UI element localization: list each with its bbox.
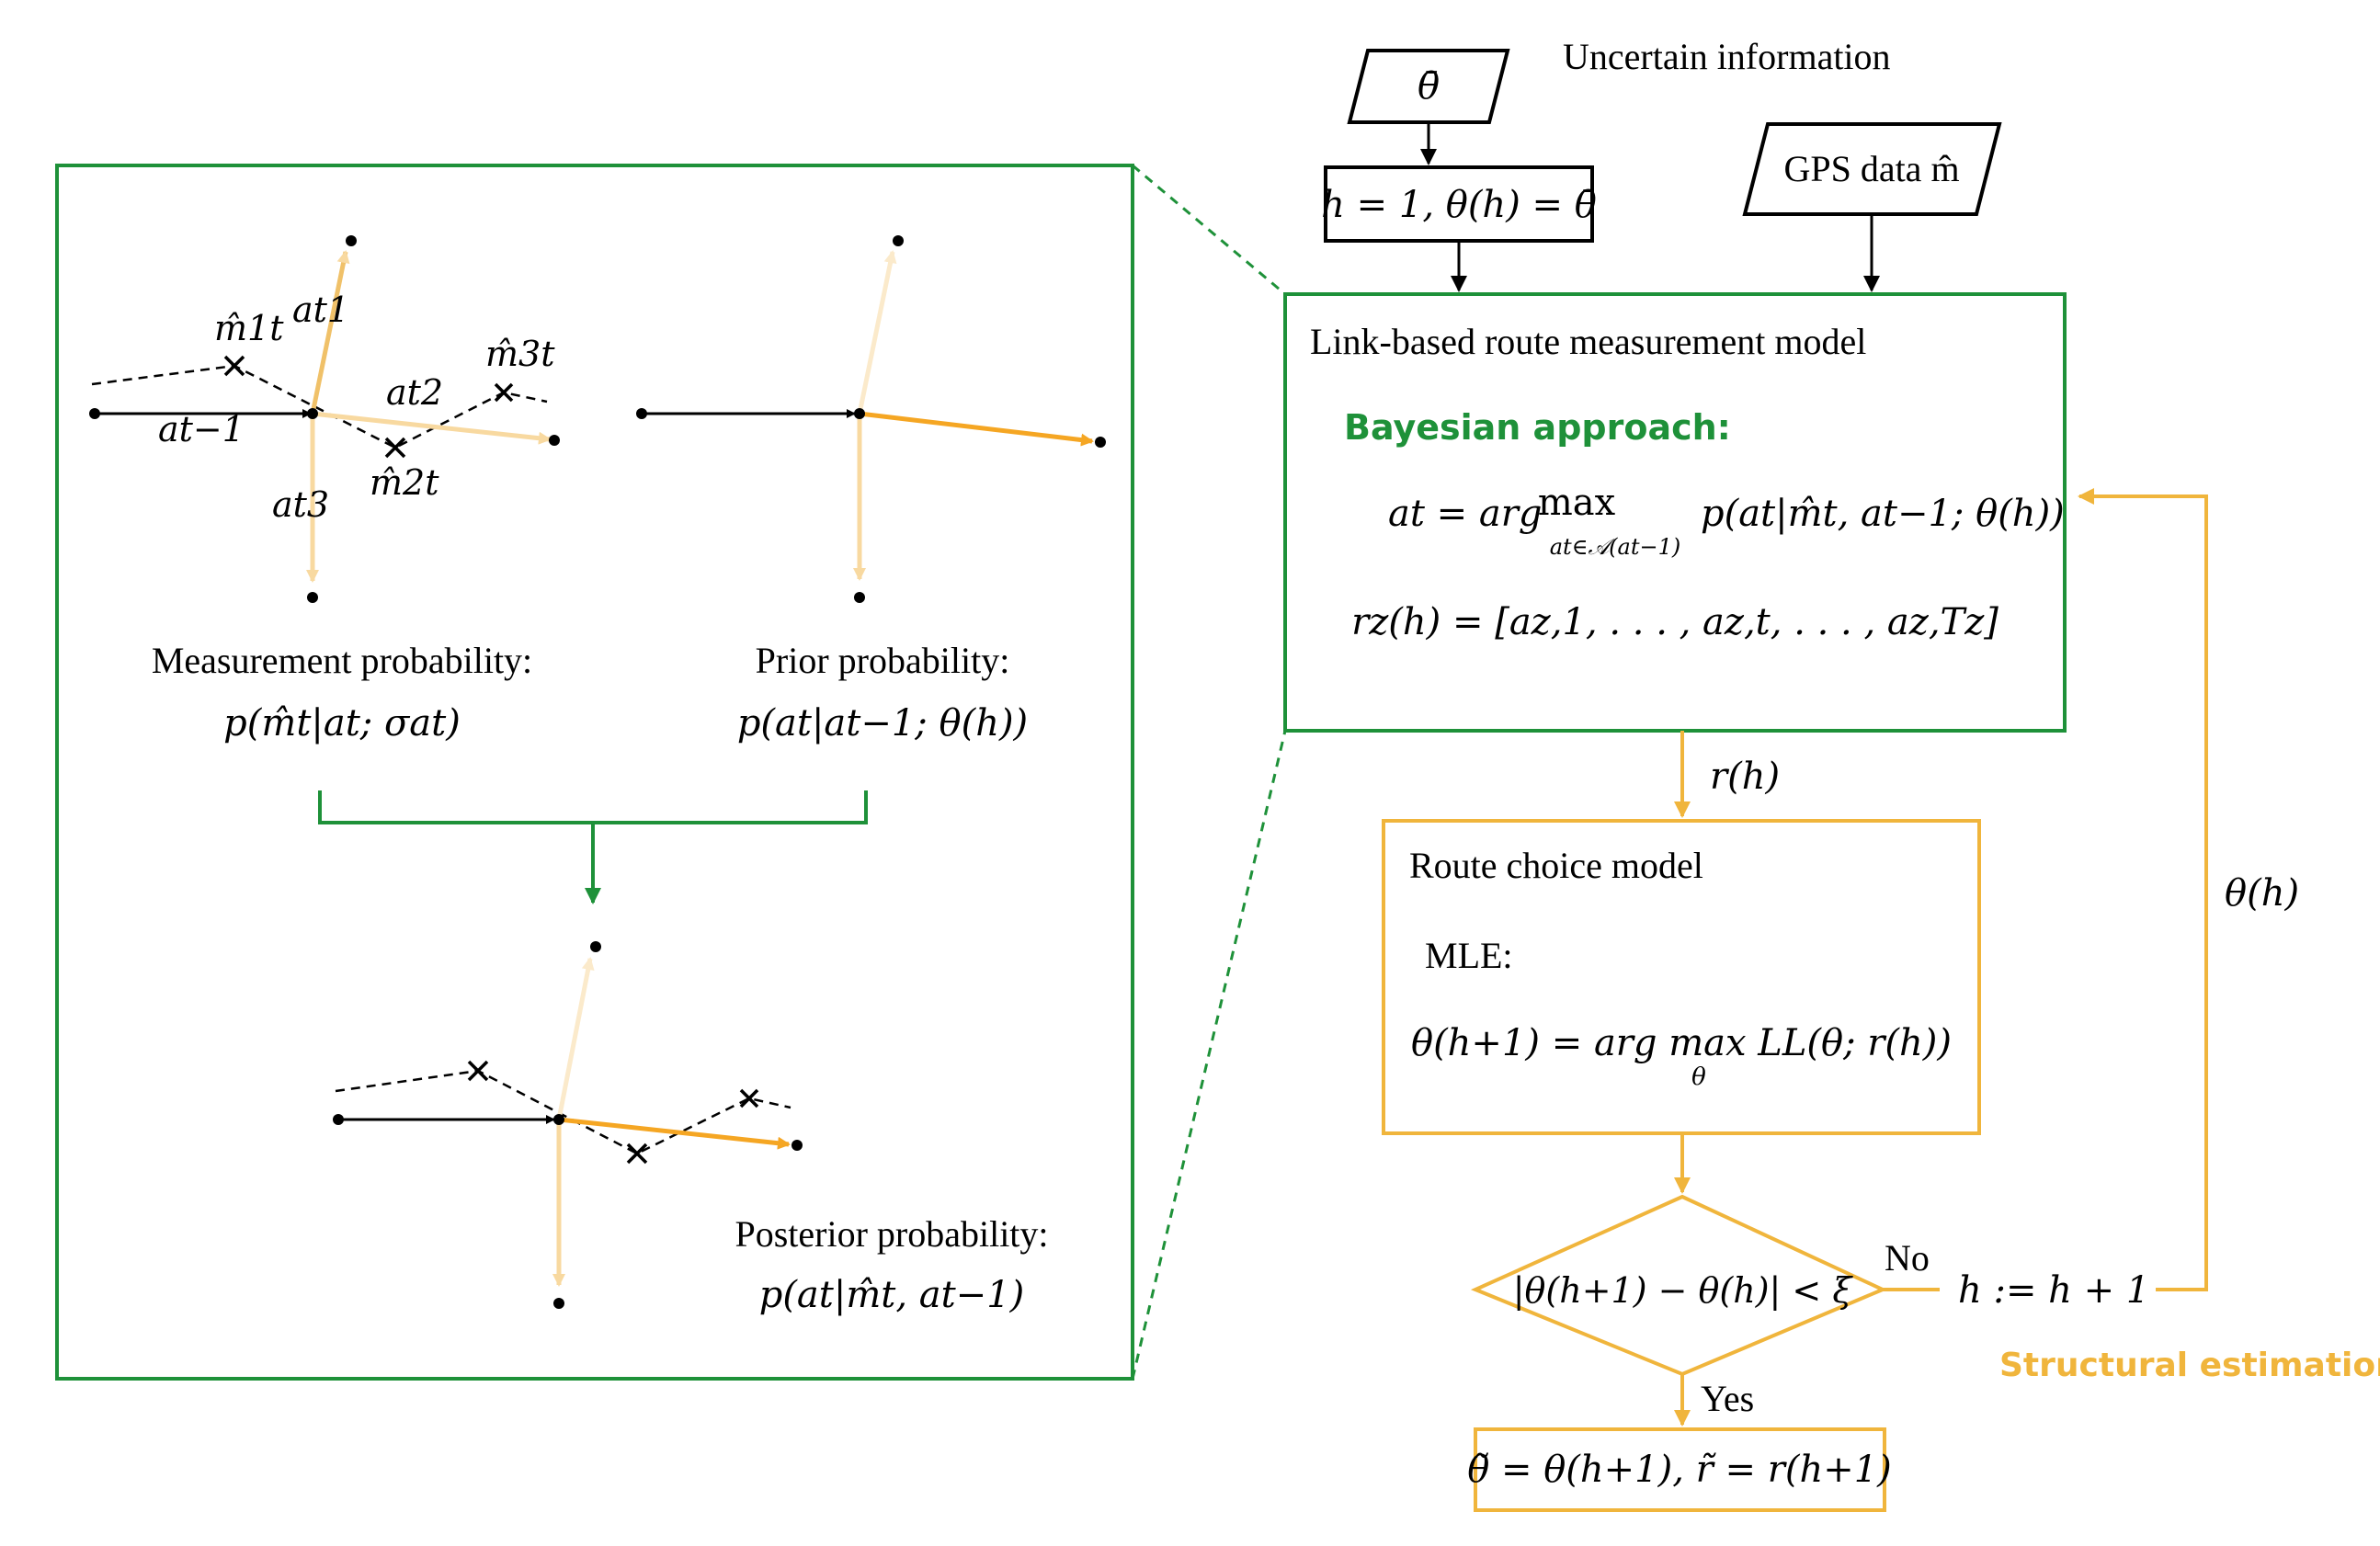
measurement-prob-label: Measurement probability: — [152, 640, 532, 681]
route-choice-eq: θ(h+1) = arg max LL(θ; r(h)) — [1411, 1022, 1952, 1064]
eq1-left: at = arg — [1388, 493, 1542, 535]
label-m3: m̂3t — [485, 334, 555, 374]
gps-data-input — [1742, 122, 2002, 216]
eq2: rz(h) = [az,1, . . . , az,t, . . . , az,… — [1351, 601, 1999, 643]
node — [854, 592, 865, 603]
network-measurement: at−1 at1 at2 at3 m̂1t m̂2t m̂3t — [89, 235, 560, 603]
gps-point-m1 — [223, 355, 245, 377]
no-label: No — [1885, 1237, 1930, 1279]
mle-heading: MLE: — [1425, 935, 1513, 976]
theta-feedback-label: θ(h) — [2225, 872, 2299, 915]
eq1-max: max — [1538, 482, 1616, 524]
r-label: r(h) — [1710, 756, 1780, 798]
measurement-prob-eq: p(m̂t|at; σat) — [223, 702, 461, 745]
node — [893, 235, 904, 246]
measurement-model-box — [1283, 292, 2067, 733]
route-choice-title: Route choice model — [1409, 845, 1703, 886]
node — [89, 408, 100, 419]
theta-bar-input — [1347, 49, 1510, 124]
zoom-connector-top — [1132, 164, 1286, 296]
measurement-model-title: Link-based route measurement model — [1310, 321, 1866, 362]
label-m1: m̂1t — [214, 308, 284, 348]
increment-label: h := h + 1 — [1958, 1269, 2149, 1312]
node — [549, 435, 560, 446]
convergence-label: |θ(h+1) − θ(h)| < ξ — [1513, 1270, 1854, 1311]
gps-point-m2 — [626, 1142, 648, 1165]
label-a3: at3 — [272, 484, 329, 525]
result-label: θ̃ = θ(h+1), r̃ = r(h+1) — [1467, 1449, 1892, 1491]
gps-data-label: GPS data m̂ — [1783, 148, 1959, 189]
gps-point-m2 — [384, 437, 406, 459]
detail-panel — [55, 164, 1134, 1381]
combine-bracket — [318, 790, 868, 824]
node — [1095, 437, 1106, 448]
bayesian-approach-heading: Bayesian approach: — [1344, 407, 1731, 448]
eq1-sub: at∈𝒜(at−1) — [1550, 534, 1680, 560]
uncertain-info-label: Uncertain information — [1563, 36, 1891, 77]
node — [307, 592, 318, 603]
init-box-label: h = 1, θ(h) = θ̄ — [1321, 184, 1597, 226]
node — [590, 941, 601, 952]
link-a1 — [857, 250, 897, 415]
node — [636, 408, 647, 419]
theta-bar-label: θ̄ — [1418, 65, 1440, 108]
node — [854, 408, 865, 419]
gps-point-m1 — [467, 1060, 489, 1082]
prior-prob-label: Prior probability: — [756, 640, 1010, 681]
label-m2: m̂2t — [370, 462, 439, 503]
node — [791, 1140, 803, 1151]
link-a1 — [310, 250, 350, 415]
eq1-right: p(at|m̂t, at−1; θ(h)) — [1701, 493, 2065, 535]
result-box — [1474, 1427, 1886, 1512]
structural-estimation-label: Structural estimation — [1999, 1347, 2380, 1384]
label-a2: at2 — [386, 372, 443, 413]
node — [553, 1114, 564, 1125]
gps-trace-dashed — [91, 364, 548, 449]
feedback-loop — [2078, 488, 2208, 1291]
node — [333, 1114, 344, 1125]
link-a2 — [312, 411, 552, 445]
zoom-connector-bottom — [1131, 730, 1287, 1380]
gps-point-m3 — [494, 382, 514, 403]
link-a2 — [859, 411, 1094, 447]
prior-prob-eq: p(at|at−1; θ(h)) — [737, 702, 1028, 745]
node — [346, 235, 357, 246]
posterior-prob-eq: p(at|m̂t, at−1) — [759, 1274, 1025, 1316]
node — [307, 408, 318, 419]
link-a1 — [556, 957, 595, 1120]
gps-point-m3 — [739, 1088, 759, 1108]
node — [553, 1298, 564, 1309]
gps-trace-dashed — [335, 1069, 791, 1155]
yes-label: Yes — [1701, 1378, 1754, 1419]
posterior-prob-label: Posterior probability: — [734, 1213, 1048, 1255]
network-posterior — [333, 941, 803, 1309]
label-a-prev: at−1 — [158, 409, 245, 449]
link-a2 — [558, 1117, 791, 1150]
network-prior — [636, 235, 1106, 603]
route-choice-eq-sub: θ — [1691, 1063, 1706, 1091]
label-a1: at1 — [292, 290, 349, 330]
